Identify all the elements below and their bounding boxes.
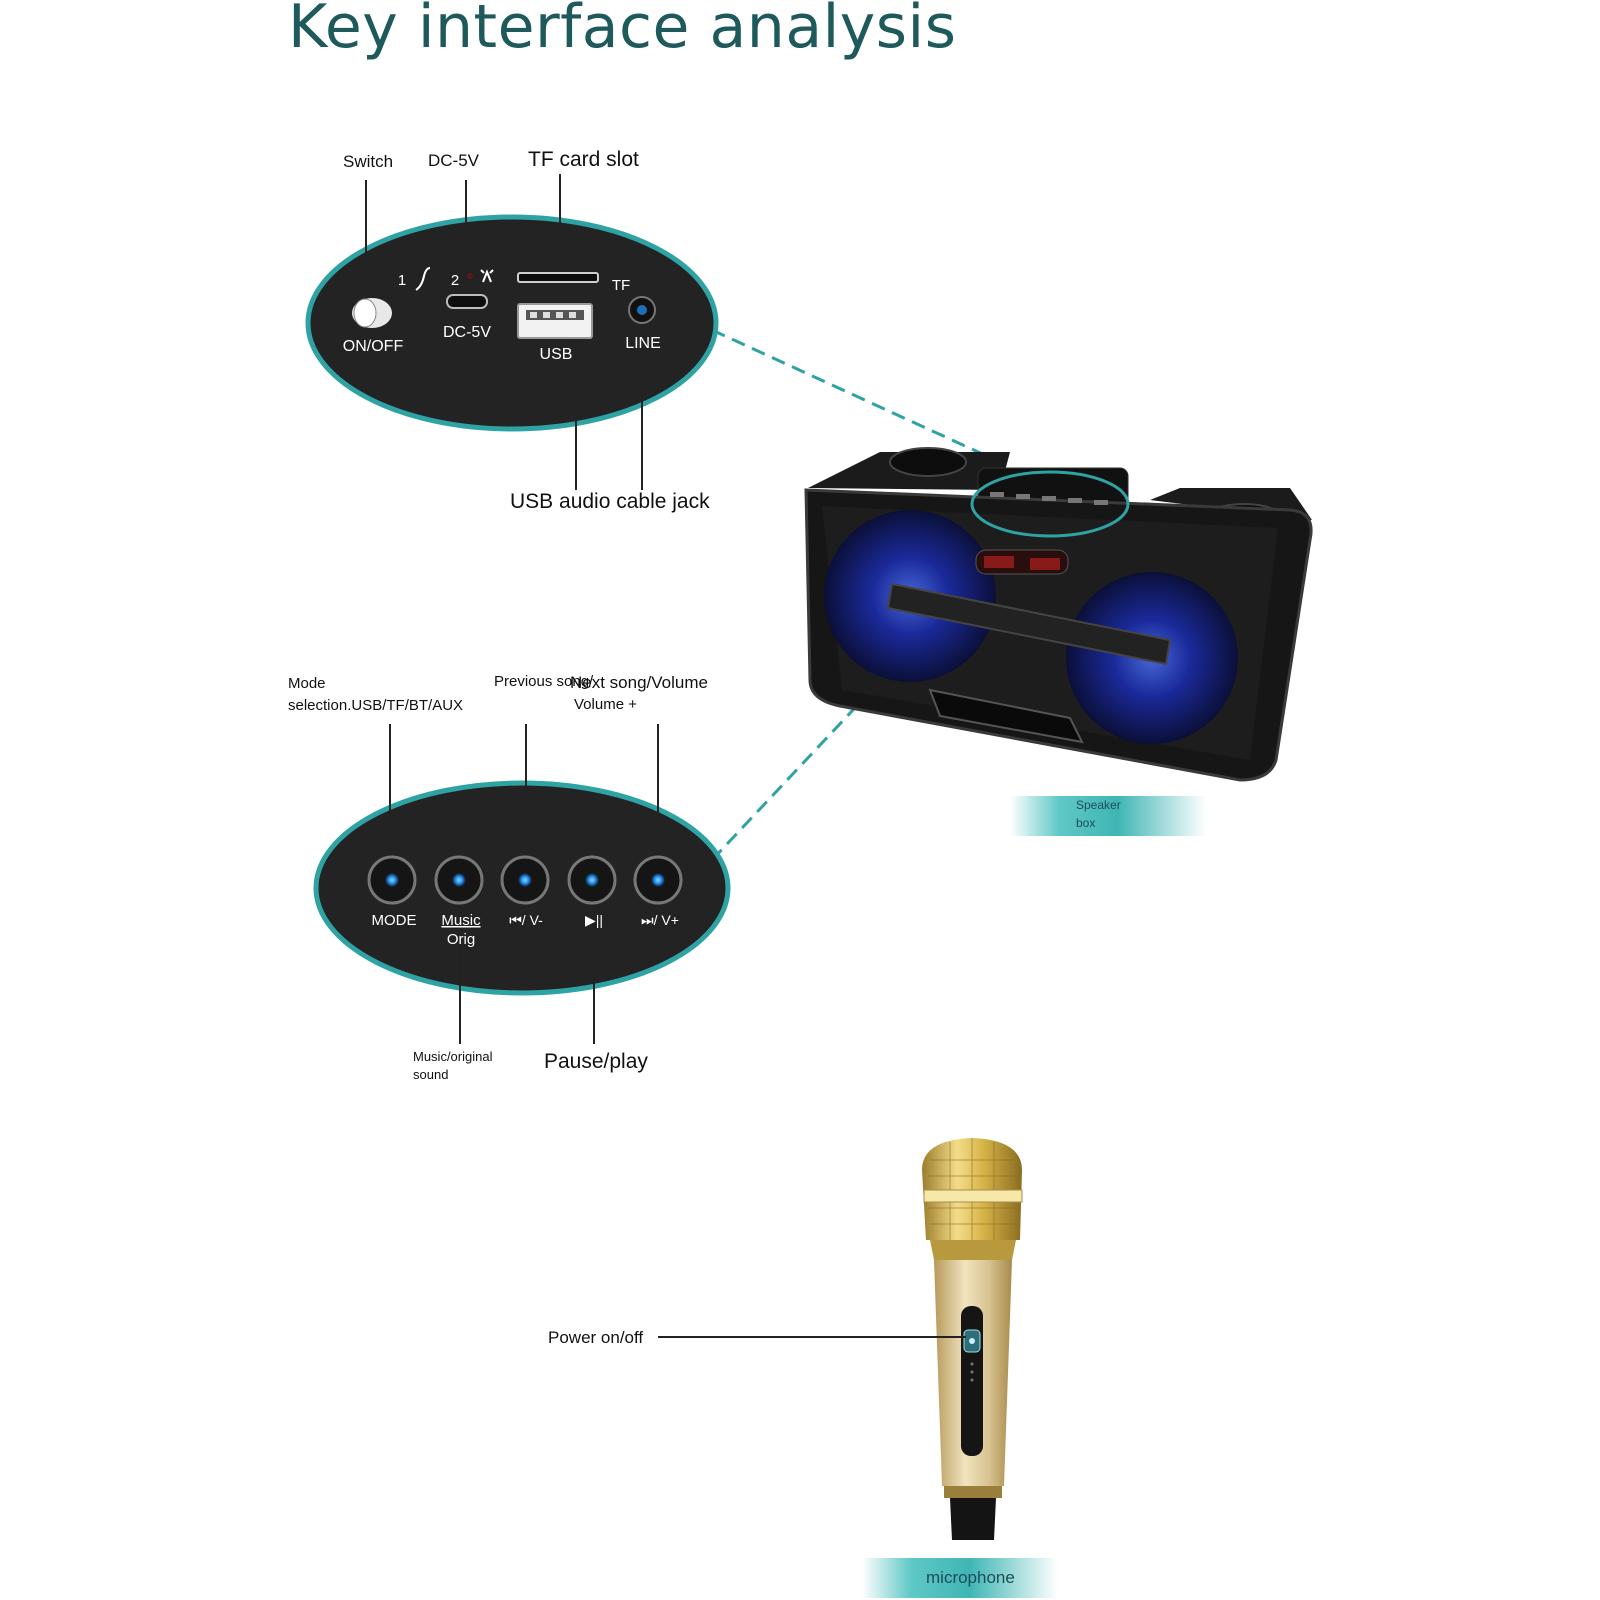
power-callout: Power on/off (548, 1328, 644, 1347)
connector-top (711, 328, 1001, 464)
pause-play-callout: Pause/play (544, 1050, 648, 1073)
sound-callout: sound (413, 1067, 449, 1082)
usb-label: USB (540, 346, 573, 363)
prev-label: ⏮/ V- (509, 912, 543, 928)
speaker-tag-line-2: box (1076, 816, 1096, 830)
previous-callout: Previous song/ (494, 673, 594, 690)
button-zoom-highlight (970, 470, 1130, 538)
light-bulb-icon (480, 269, 494, 283)
mode-callout: Mode (288, 675, 326, 692)
microphone-tag (862, 1558, 1058, 1598)
line-jack-icon (628, 296, 656, 324)
tf-slot-callout: TF card slot (528, 148, 639, 171)
page-title: Key interface analysis (288, 0, 957, 62)
dc-callout: DC-5V (428, 151, 480, 170)
mode-2-label: 2 (451, 272, 459, 289)
power-button-icon (963, 1329, 981, 1353)
power-switch-icon (352, 298, 392, 328)
interface-panel: ON/OFF 1 2 DC-5V TF USB LINE (305, 174, 719, 490)
led-button-icon (452, 873, 466, 887)
music-original-callout: Music/original (413, 1049, 493, 1064)
micro-usb-port-icon (446, 294, 488, 309)
speaker-box-tag (1010, 796, 1206, 836)
speaker-box-illustration (804, 447, 1313, 782)
led-button-icon (651, 873, 665, 887)
led-button-icon (585, 873, 599, 887)
dc-label: DC-5V (443, 324, 491, 341)
usb-line-callout: USB audio cable jack (510, 490, 710, 513)
tf-label: TF (612, 277, 630, 294)
mode-1-label: 1 (398, 272, 406, 289)
switch-callout: Switch (343, 152, 394, 171)
mode-detail-callout: selection.USB/TF/BT/AUX (288, 697, 464, 714)
speaker-tag-line-1: Speaker (1076, 798, 1121, 812)
tf-slot-icon (517, 272, 599, 283)
play-pause-button (567, 855, 617, 905)
next-label: ⏭/ V+ (641, 912, 679, 928)
led-button-icon (518, 873, 532, 887)
play-label: ▶|| (585, 912, 603, 928)
next-button (633, 855, 683, 905)
microphone-tag-text: microphone (926, 1568, 1015, 1587)
mode-button (367, 855, 417, 905)
previous-button (500, 855, 550, 905)
button-panel: MODE Music Orig ⏮/ V- ▶|| ⏭/ V+ (313, 724, 731, 1044)
microphone-illustration (658, 1138, 1023, 1540)
music-orig-button (434, 855, 484, 905)
usb-port-icon (517, 303, 593, 339)
mode-label: MODE (372, 912, 417, 929)
on-off-label: ON/OFF (343, 338, 404, 355)
led-button-icon (385, 873, 399, 887)
mic-mode-icon (415, 267, 431, 291)
indicator-led-icon (467, 273, 473, 279)
orig-label: Orig (447, 931, 475, 948)
music-label: Music (441, 912, 481, 929)
next-callout: Next song/Volume (570, 673, 708, 692)
line-label: LINE (625, 335, 661, 352)
volume-plus-callout: Volume + (574, 696, 637, 713)
